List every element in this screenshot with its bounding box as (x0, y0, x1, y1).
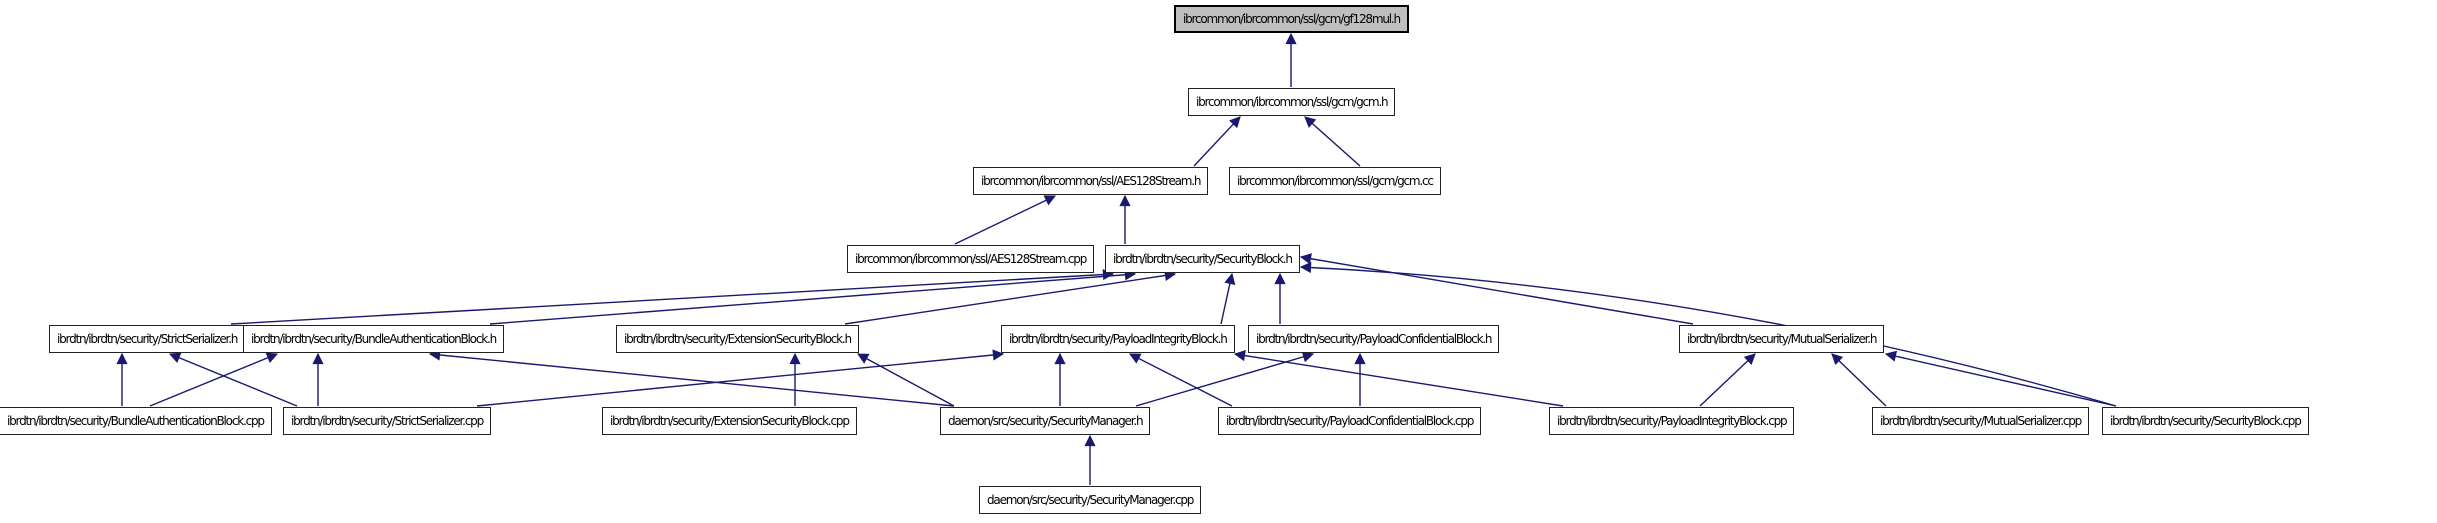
node-aes-h[interactable]: ibrcommon/ibrcommon/ssl/AES128Stream.h (973, 167, 1209, 195)
node-aes-cpp[interactable]: ibrcommon/ibrcommon/ssl/AES128Stream.cpp (847, 245, 1095, 273)
include-edge-ss-cpp-to-pib-h (476, 349, 1005, 407)
node-pib-h[interactable]: ibrdtn/ibrdtn/security/PayloadIntegrityB… (1001, 325, 1235, 353)
node-gcm-h[interactable]: ibrcommon/ibrcommon/ssl/gcm/gcm.h (1188, 88, 1396, 116)
node-ss-h[interactable]: ibrdtn/ibrdtn/security/StrictSerializer.… (49, 325, 246, 353)
include-edge-ms-h-to-sb-h (1299, 253, 1694, 325)
node-pcb-h[interactable]: ibrdtn/ibrdtn/security/PayloadConfidenti… (1248, 325, 1500, 353)
include-edge-ms-cpp-to-ms-h (1831, 353, 1887, 407)
include-edge-pib-h-to-sb-h (1220, 272, 1236, 325)
include-edge-pib-cpp-to-pib-h (1233, 350, 1564, 407)
include-edge-sb-cpp-to-sb-h (1299, 261, 2117, 407)
include-edge-aes-h-to-gcm-h (1193, 116, 1241, 167)
node-ms-cpp[interactable]: ibrdtn/ibrdtn/security/MutualSerializer.… (1872, 407, 2090, 435)
include-edge-aes-cpp-to-aes-h (954, 195, 1057, 245)
node-ss-cpp[interactable]: ibrdtn/ibrdtn/security/StrictSerializer.… (283, 407, 491, 435)
node-sm-h[interactable]: daemon/src/security/SecurityManager.h (940, 407, 1151, 435)
include-edge-pcb-cpp-to-pib-h (1129, 353, 1233, 407)
node-pib-cpp[interactable]: ibrdtn/ibrdtn/security/PayloadIntegrityB… (1549, 407, 1795, 435)
include-edge-sm-h-to-pcb-h (1135, 351, 1315, 407)
include-edge-bab-h-to-sb-h (489, 269, 1137, 325)
node-ms-h[interactable]: ibrdtn/ibrdtn/security/MutualSerializer.… (1679, 325, 1885, 353)
include-edge-pib-cpp-to-ms-h (1699, 353, 1756, 407)
include-edge-gcm-cc-to-gcm-h (1304, 116, 1361, 167)
node-sb-cpp[interactable]: ibrdtn/ibrdtn/security/SecurityBlock.cpp (2102, 407, 2309, 435)
node-esb-cpp[interactable]: ibrdtn/ibrdtn/security/ExtensionSecurity… (602, 407, 857, 435)
node-bab-cpp[interactable]: ibrdtn/ibrdtn/security/BundleAuthenticat… (0, 407, 272, 435)
include-edge-ss-cpp-to-ss-h (168, 352, 298, 407)
node-bab-h[interactable]: ibrdtn/ibrdtn/security/BundleAuthenticat… (243, 325, 504, 353)
node-pcb-cpp[interactable]: ibrdtn/ibrdtn/security/PayloadConfidenti… (1218, 407, 1482, 435)
node-esb-h[interactable]: ibrdtn/ibrdtn/security/ExtensionSecurity… (616, 325, 859, 353)
include-edge-esb-h-to-sb-h (844, 269, 1177, 325)
node-sb-h[interactable]: ibrdtn/ibrdtn/security/SecurityBlock.h (1105, 245, 1300, 273)
node-sm-cpp[interactable]: daemon/src/security/SecurityManager.cpp (979, 486, 1202, 514)
node-gcm-cc[interactable]: ibrcommon/ibrcommon/ssl/gcm/gcm.cc (1229, 167, 1441, 195)
include-edge-ss-h-to-sb-h (230, 268, 1115, 325)
include-edge-sb-cpp-to-ms-h (1884, 350, 2117, 407)
include-edge-sm-h-to-esb-h (857, 353, 955, 407)
include-edge-bab-cpp-to-bab-h (149, 352, 279, 407)
node-gf128mul-h[interactable]: ibrcommon/ibrcommon/ssl/gcm/gf128mul.h (1174, 5, 1409, 33)
include-edge-sm-h-to-bab-h (428, 349, 955, 407)
